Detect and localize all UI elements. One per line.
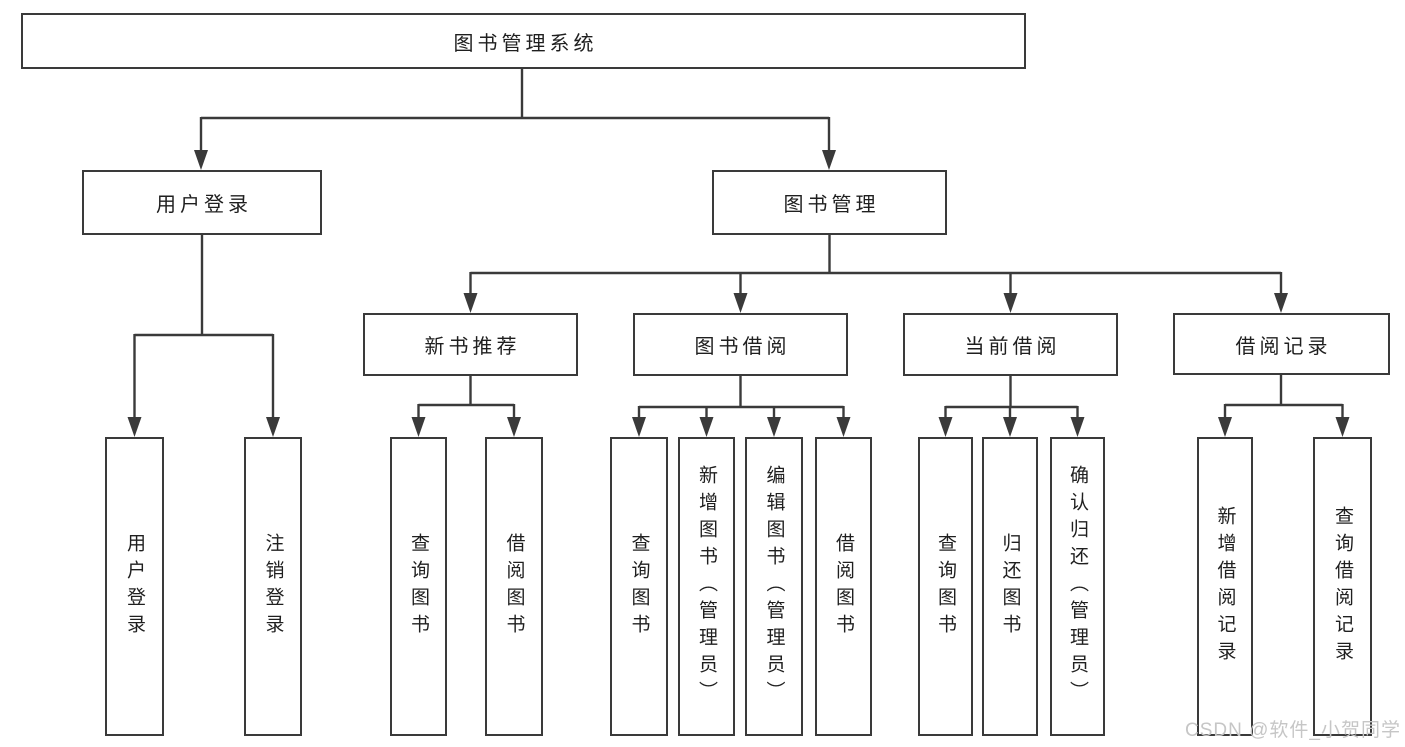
node-current-borrow: 当前借阅	[903, 313, 1118, 376]
leaf-logout: 注销登录	[244, 437, 302, 736]
leaf-add-books-admin: 新增图书（管理员）	[678, 437, 735, 736]
leaf-add-borrow-record: 新增借阅记录	[1197, 437, 1253, 736]
node-user-login: 用户登录	[82, 170, 322, 235]
leaf-confirm-return-admin: 确认归还（管理员）	[1050, 437, 1105, 736]
node-library-management-system: 图书管理系统	[21, 13, 1026, 69]
leaf-query-books-current: 查询图书	[918, 437, 973, 736]
leaf-query-borrow-record: 查询借阅记录	[1313, 437, 1372, 736]
leaf-edit-books-admin: 编辑图书（管理员）	[745, 437, 803, 736]
leaf-query-books-recommend: 查询图书	[390, 437, 447, 736]
leaf-return-books: 归还图书	[982, 437, 1038, 736]
leaf-user-login: 用户登录	[105, 437, 164, 736]
leaf-query-books-borrow: 查询图书	[610, 437, 668, 736]
node-book-management: 图书管理	[712, 170, 947, 235]
csdn-watermark: CSDN @软件_小贺同学	[1185, 720, 1401, 741]
leaf-borrow-books-recommend: 借阅图书	[485, 437, 543, 736]
node-new-book-recommend: 新书推荐	[363, 313, 578, 376]
node-book-borrow: 图书借阅	[633, 313, 848, 376]
leaf-borrow-books: 借阅图书	[815, 437, 872, 736]
node-borrow-records: 借阅记录	[1173, 313, 1390, 375]
